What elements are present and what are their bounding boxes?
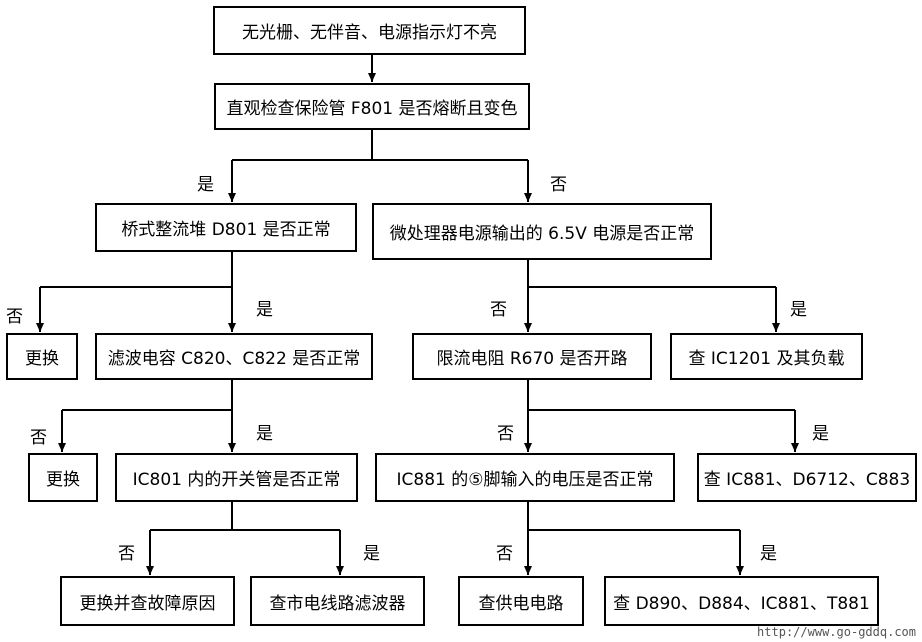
bridge-rectifier-box: 桥式整流堆 D801 是否正常 [95, 203, 357, 252]
yes-label: 是 [790, 300, 807, 320]
check-supply-circuit-box: 查供电电路 [458, 576, 584, 626]
replace-find-cause-box: 更换并查故障原因 [60, 576, 235, 626]
no-label: 否 [496, 544, 513, 564]
no-label: 否 [550, 175, 567, 195]
yes-label: 是 [256, 300, 273, 320]
no-label: 否 [6, 307, 23, 327]
yes-label: 是 [256, 424, 273, 444]
yes-label: 是 [812, 424, 829, 444]
no-label: 否 [30, 428, 47, 448]
fuse-check-box: 直观检查保险管 F801 是否熔断且变色 [214, 83, 530, 130]
mcu-power-box: 微处理器电源输出的 6.5V 电源是否正常 [372, 203, 712, 260]
ic881-pin5-box: IC881 的⑤脚输入的电压是否正常 [375, 453, 675, 502]
no-label: 否 [490, 300, 507, 320]
ic801-switch-box: IC801 内的开关管是否正常 [115, 453, 358, 502]
check-ic1201-box: 查 IC1201 及其负载 [670, 333, 863, 380]
watermark-url: http://www.go-gddq.com [757, 625, 916, 639]
check-d890-box: 查 D890、D884、IC881、T881 [604, 576, 879, 626]
check-mains-filter-box: 查市电线路滤波器 [250, 576, 425, 626]
yes-label: 是 [197, 175, 214, 195]
replace-box-1: 更换 [6, 333, 78, 380]
replace-box-2: 更换 [28, 453, 98, 502]
check-ic881-box: 查 IC881、D6712、C883 [697, 453, 917, 502]
filter-caps-box: 滤波电容 C820、C822 是否正常 [95, 333, 373, 380]
yes-label: 是 [363, 544, 380, 564]
no-label: 否 [497, 424, 514, 444]
yes-label: 是 [760, 544, 777, 564]
limit-resistor-box: 限流电阻 R670 是否开路 [412, 333, 652, 380]
no-label: 否 [118, 544, 135, 564]
start-box: 无光栅、无伴音、电源指示灯不亮 [213, 6, 526, 55]
